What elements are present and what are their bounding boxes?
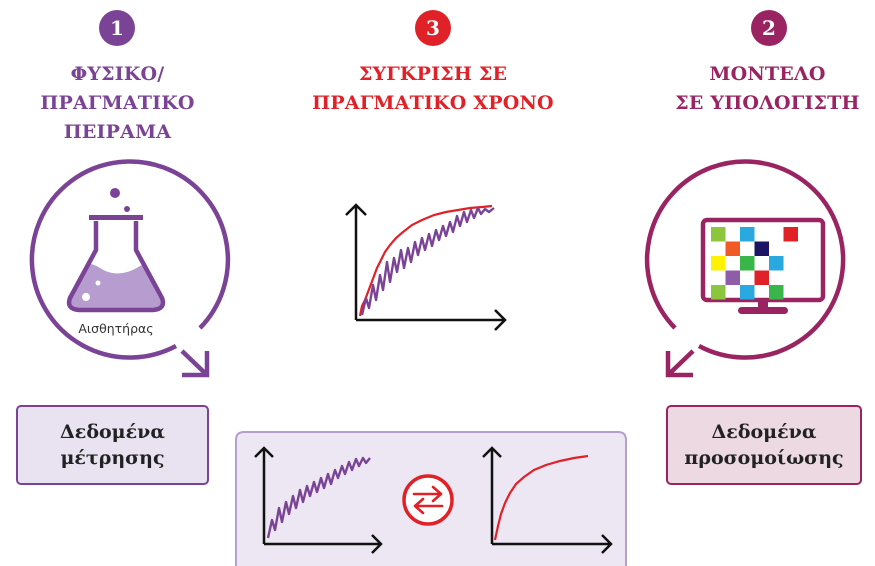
step-1-badge: 1: [99, 10, 135, 46]
flask-liquid: [69, 262, 163, 310]
pixel-square: [725, 270, 740, 285]
pixel-square: [711, 227, 726, 242]
measurement-data-box: Δεδομένα μέτρησης: [16, 405, 209, 485]
simulation-box-line-2: προσομοίωσης: [684, 447, 844, 469]
experiment-circle: [29, 159, 231, 360]
pixel-square: [711, 285, 726, 300]
pixel-square: [769, 256, 784, 271]
measurement-box-line-2: μέτρησης: [60, 447, 165, 469]
arrow-right: [412, 485, 443, 503]
pixel-square: [769, 285, 784, 300]
comparison-chart: [345, 203, 507, 331]
monitor-neck: [758, 300, 768, 309]
liquid-bubble: [82, 293, 90, 301]
measurement-box-line-1: Δεδομένα: [60, 421, 165, 443]
swap-circle: [402, 474, 454, 526]
experiment-bubble: [29, 159, 231, 378]
monitor-icon: [700, 217, 826, 314]
measurement-data-curve: [266, 456, 371, 539]
step-2-heading: ΜΟΝΤΕΛΟ ΣΕ ΥΠΟΛΟΓΙΣΤΗ: [660, 60, 875, 118]
step-1-line-2: ΠΡΑΓΜΑΤΙΚΟ: [40, 92, 195, 114]
simulation-box-line-1: Δεδομένα: [711, 421, 817, 443]
step-2-line-1: ΜΟΝΤΕΛΟ: [709, 63, 826, 85]
y-axis-arrow: [345, 203, 367, 320]
step-3-line-1: ΣΥΓΚΡΙΣΗ ΣΕ: [358, 63, 508, 85]
measurement-curve: [360, 206, 495, 316]
step-3-line-2: ΠΡΑΓΜΑΤΙΚΟ ΧΡΟΝΟ: [312, 92, 554, 114]
step-3-heading: ΣΥΓΚΡΙΣΗ ΣΕ ΠΡΑΓΜΑΤΙΚΟ ΧΡΟΝΟ: [288, 60, 578, 118]
bubble-dot-large: [110, 188, 120, 198]
model-bubble: [644, 159, 846, 378]
measurement-y-axis: [254, 446, 274, 544]
pixel-square: [725, 241, 740, 256]
simulation-curve: [358, 204, 493, 317]
step-1-heading: ΦΥΣΙΚΟ/ ΠΡΑΓΜΑΤΙΚΟ ΠΕΙΡΑΜΑ: [20, 60, 215, 147]
measurement-x-axis: [264, 534, 383, 554]
arrow-left: [413, 497, 444, 515]
pixel-square: [740, 256, 755, 271]
flask-icon: [66, 188, 166, 313]
simulation-x-axis: [492, 534, 613, 554]
pixel-square: [740, 285, 755, 300]
pixel-square: [711, 256, 726, 271]
simulation-data-curve: [493, 454, 589, 541]
bubble-dot-small: [124, 206, 130, 212]
step-3-badge: 3: [415, 10, 451, 46]
flask-outline: [66, 221, 166, 313]
monitor-stand: [738, 307, 788, 314]
pixel-square: [783, 227, 798, 242]
pixel-square: [754, 270, 769, 285]
simulation-y-axis: [482, 446, 502, 544]
swap-arrows-icon: [402, 474, 454, 526]
pixel-square: [754, 241, 769, 256]
step-2-line-2: ΣΕ ΥΠΟΛΟΓΙΣΤΗ: [675, 92, 860, 114]
down-left-arrow-icon: [665, 349, 695, 378]
simulation-data-box: Δεδομένα προσομοίωσης: [666, 405, 862, 485]
liquid-bubble-small: [95, 280, 101, 286]
model-circle: [644, 159, 846, 360]
x-axis-arrow: [356, 309, 507, 331]
comparison-panel: [235, 431, 627, 566]
sensor-label: Αισθητήρας: [78, 321, 154, 336]
pixel-square: [740, 227, 755, 242]
monitor-pixels: [711, 227, 798, 300]
step-2-badge: 2: [751, 10, 787, 46]
flask-lip: [89, 215, 143, 220]
step-1-line-1: ΦΥΣΙΚΟ/: [70, 63, 165, 85]
down-right-arrow-icon: [180, 349, 210, 378]
step-1-line-3: ΠΕΙΡΑΜΑ: [63, 121, 172, 143]
